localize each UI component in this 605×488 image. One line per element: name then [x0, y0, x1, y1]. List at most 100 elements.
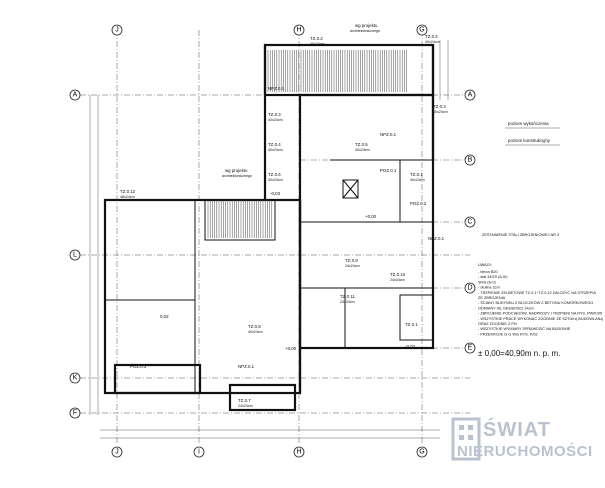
- note-line: ODMIANY 06, GRUBOŚCI 24cm: [478, 305, 534, 310]
- label-tz05-size: 40x24cm: [355, 148, 370, 152]
- label-tz04-size: 40x24cm: [268, 148, 283, 152]
- note-line: - PRZEKROJE G-G WG RYS. K/02: [478, 332, 538, 336]
- label-tz012: TZ.0.12: [120, 189, 136, 194]
- main-walls: [103, 93, 435, 412]
- label-npz-1: NPZ.0.1: [268, 86, 285, 91]
- label-tz06: TZ.0.6: [268, 172, 281, 177]
- label-level-2: +0,00: [285, 346, 297, 351]
- shaft-opening: [342, 179, 359, 199]
- axis-bubble-j-top: J: [111, 24, 123, 36]
- label-tz03-right: TZ.0.3: [433, 104, 446, 109]
- label-level-3: -0,03: [270, 191, 281, 196]
- mid-hatch-area: [207, 200, 273, 238]
- svg-text:E: E: [468, 345, 473, 352]
- label-tz08: TZ.0.8: [248, 324, 261, 329]
- axis-bubble-a-left: A: [69, 89, 81, 101]
- svg-text:D: D: [467, 285, 472, 292]
- dimension-lines: [89, 40, 449, 439]
- note-line: - ŚCIANY BUDYNKU Z BLOCZKÓW Z BETONU KOM…: [478, 300, 593, 305]
- steel-schedule-title: ZESTAWIENIE STALI ZBROJENIOWEJ NR 3: [482, 233, 559, 237]
- label-tz03-right-size: 40x24cm: [433, 110, 448, 114]
- notes-header: UWAGI:: [478, 263, 492, 267]
- label-npz-4: NPZ.0.1: [238, 364, 255, 369]
- label-wg-projektu-2: wg projektu: [225, 168, 248, 173]
- label-tz03: TZ.0.3: [268, 112, 281, 117]
- label-npz-2: NPZ.0.1: [380, 132, 397, 137]
- label-poz02: POZ.0.2: [410, 201, 427, 206]
- axis-bubbles-top: J H G: [111, 24, 428, 36]
- svg-text:K: K: [73, 375, 78, 382]
- axis-bubble-j-bottom: J: [111, 446, 123, 458]
- label-wg-projektu-1b: architektonicznego: [350, 29, 380, 33]
- label-wg-projektu-1: wg projektu: [355, 23, 378, 28]
- level-finished-label: poziom wykończenia: [508, 121, 549, 126]
- note-line: - TRZPIENIE ŻELBETOWE TZ.0.1÷TZ.0.12 ZAŁ…: [478, 290, 596, 295]
- axis-bubble-h-bottom: H: [293, 446, 305, 458]
- label-tz06-size: 40x24cm: [268, 178, 283, 182]
- axis-bubble-b-right: B: [464, 154, 476, 166]
- axis-bubbles-bottom: J I H G: [111, 446, 428, 458]
- note-line: - otulina 2cm: [478, 286, 500, 290]
- note-line: ORAZ ZGODNIE Z PN: [478, 322, 517, 326]
- axis-bubble-k-left: K: [69, 372, 81, 384]
- svg-text:G: G: [419, 449, 424, 456]
- svg-text:I: I: [198, 449, 200, 456]
- label-poz03: POZ.0.3: [130, 364, 147, 369]
- label-tz02-top-size: 40x24cm: [310, 42, 325, 46]
- datum-level: ± 0,00=40,90m n. p. m.: [478, 349, 560, 358]
- axis-bubble-l-left: L: [69, 249, 81, 261]
- notes-block: ZESTAWIENIE STALI ZBROJENIOWEJ NR 3 UWAG…: [478, 233, 603, 358]
- note-line: - stal 34GS (A-III): [478, 275, 508, 279]
- label-tz02-top: TZ.0.2: [310, 36, 323, 41]
- logo-text-nieruchomosci: NIERUCHOMOŚCI: [457, 443, 593, 460]
- label-wg-projektu-2b: architektonicznego: [222, 174, 252, 178]
- svg-text:H: H: [296, 27, 301, 34]
- note-line: ZE ZBROJENIA: [478, 296, 506, 300]
- svg-text:L: L: [73, 252, 77, 259]
- axis-bubble-c-right: C: [464, 216, 476, 228]
- level-markers: poziom wykończenia poziom konstrukcyjny: [505, 121, 560, 146]
- label-tz012-size: 48x24cm: [120, 195, 135, 199]
- axis-bubble-a-right: A: [464, 89, 476, 101]
- note-line: - ZBROJENIE PODCIĄGÓW, NADPROŻY I TRZPIE…: [478, 311, 602, 316]
- label-tz010-size: 24x24cm: [390, 278, 405, 282]
- label-tz01a-size: 40x24cm: [410, 178, 425, 182]
- watermark-logo: ŚWIAT NIERUCHOMOŚCI: [445, 405, 605, 483]
- svg-text:C: C: [467, 219, 472, 226]
- label-tz05: TZ.0.5: [355, 142, 368, 147]
- upper-hatch-area: [267, 50, 407, 92]
- label-poz01: POZ.0.1: [380, 168, 397, 173]
- label-npz-3: NPZ.0.1: [428, 236, 445, 241]
- building-logo-icon: [451, 417, 481, 461]
- svg-text:J: J: [115, 27, 119, 34]
- label-tz07-size: 24x24cm: [238, 404, 253, 408]
- svg-text:B: B: [468, 157, 473, 164]
- note-line: - beton B20: [478, 270, 498, 274]
- logo-text-swiat: ŚWIAT: [483, 419, 551, 441]
- axis-bubble-e-right: E: [464, 342, 476, 354]
- label-tz01-d: TZ.0.1: [405, 322, 418, 327]
- label-tz02-right-size: 40x24cm: [425, 40, 440, 44]
- label-tz011-size: 24x24cm: [340, 300, 355, 304]
- axis-bubble-h-top: H: [293, 24, 305, 36]
- note-line: - WSZYSTKIE PRACE WYKONAĆ ZGODNIE ZE SZT…: [478, 316, 603, 321]
- label-tz08-size: 40x24cm: [248, 330, 263, 334]
- label-tz04: TZ.0.4: [268, 142, 281, 147]
- svg-text:A: A: [73, 92, 78, 99]
- label-slab: 0,02: [160, 314, 169, 319]
- label-level-1: +0,00: [365, 214, 377, 219]
- svg-text:H: H: [296, 449, 301, 456]
- label-tz03-size: 40x24cm: [268, 118, 283, 122]
- level-structural-label: poziom konstrukcyjny: [508, 138, 551, 143]
- svg-text:J: J: [115, 449, 119, 456]
- label-tz07: TZ.0.7: [238, 398, 251, 403]
- axis-bubble-g-bottom: G: [416, 446, 428, 458]
- label-tz010: TZ.0.10: [390, 272, 406, 277]
- label-tz09-size: 24x24cm: [345, 264, 360, 268]
- axis-bubble-g-top: G: [416, 24, 428, 36]
- note-line: - WSZYSTKIE WYMIARY SPRAWDZIĆ NA BUDOWIE: [478, 326, 571, 331]
- svg-text:A: A: [468, 92, 473, 99]
- note-line: St0S (A-0): [478, 280, 496, 284]
